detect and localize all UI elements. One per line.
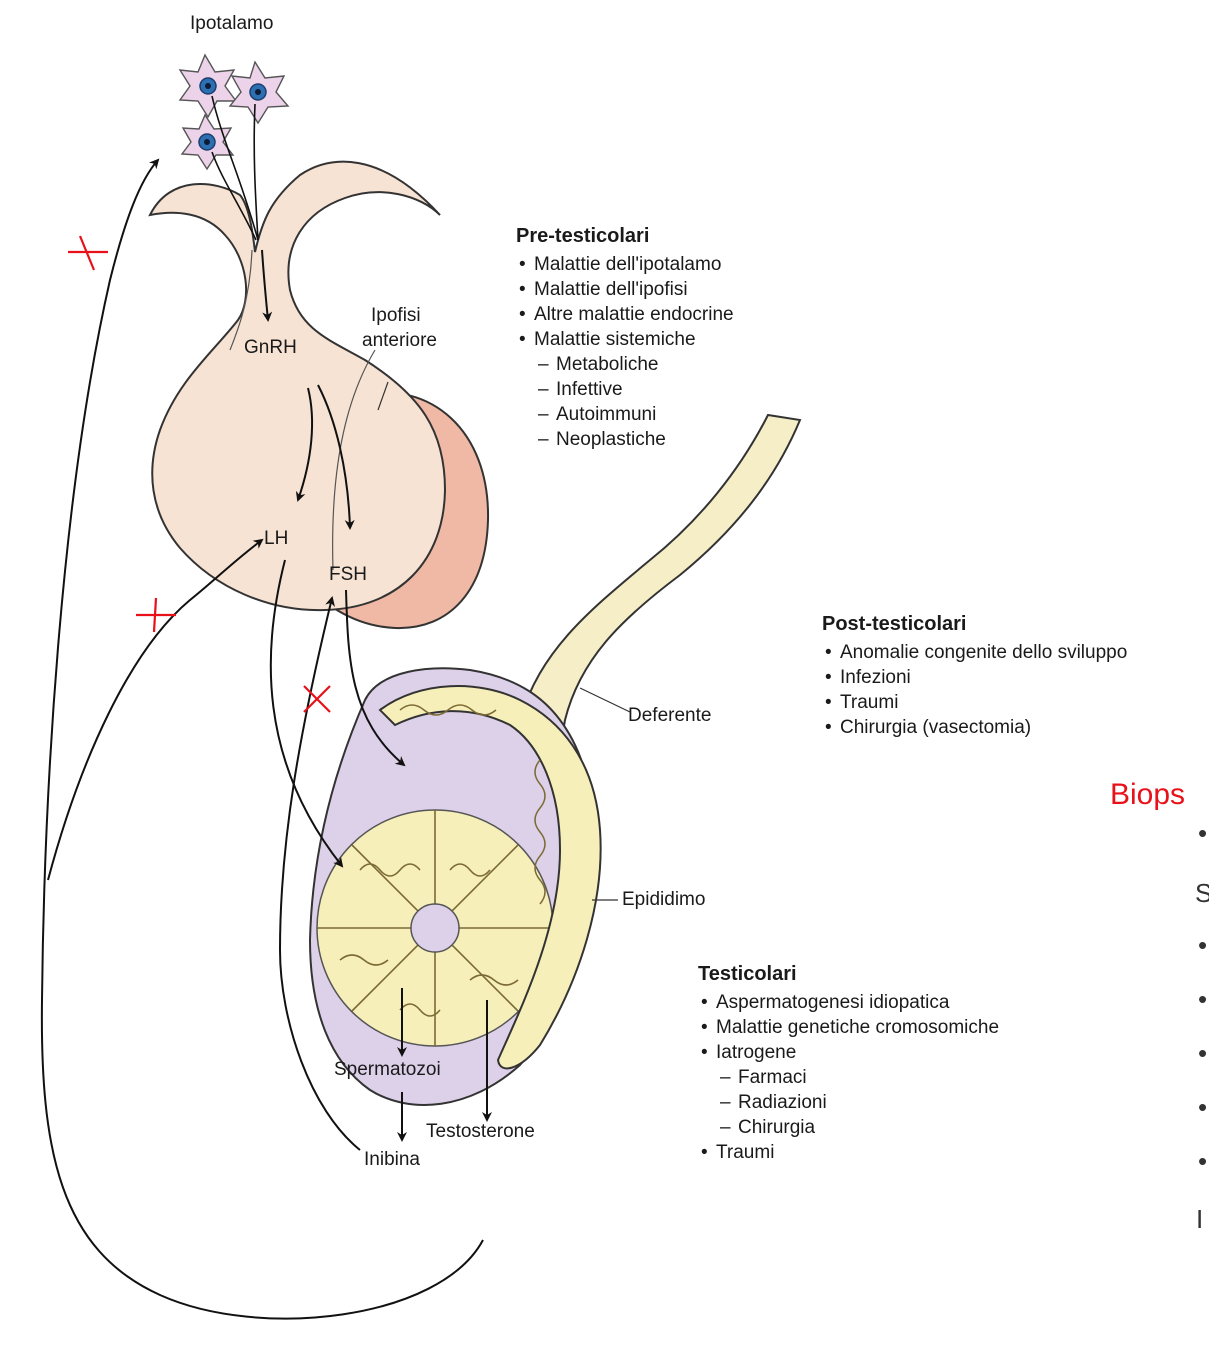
label-testosterone: Testosterone <box>426 1122 535 1141</box>
pre-subitem: Infettive <box>516 377 734 402</box>
pre-item: Malattie dell'ipofisi <box>516 277 734 302</box>
label-vas-deferens: Deferente <box>628 706 711 725</box>
arrow-feedback-lh <box>48 540 262 880</box>
pre-subitem: Autoimmuni <box>516 402 734 427</box>
testicular-subitem: Radiazioni <box>698 1090 999 1115</box>
post-item: Infezioni <box>822 665 1127 690</box>
post-testicular-title: Post-testicolari <box>822 612 1127 636</box>
testicular-item: Malattie genetiche cromosomiche <box>698 1015 999 1040</box>
testicular-title: Testicolari <box>698 962 999 986</box>
overlay-fragment: I <box>1196 1206 1203 1232</box>
label-hypothalamus: Ipotalamo <box>190 14 273 33</box>
pituitary-gland <box>150 162 445 610</box>
pre-subitem: Neoplastiche <box>516 427 734 452</box>
label-inhibin: Inibina <box>364 1150 420 1169</box>
testicular-subitem: Chirurgia <box>698 1115 999 1140</box>
overlay-fragment: • <box>1198 1040 1207 1066</box>
label-fsh: FSH <box>329 565 367 584</box>
overlay-fragment: • <box>1198 1148 1207 1174</box>
overlay-fragment: • <box>1198 932 1207 958</box>
label-epididymis: Epididimo <box>622 890 705 909</box>
inhibition-mark-fsh <box>304 686 330 712</box>
post-item: Anomalie congenite dello sviluppo <box>822 640 1127 665</box>
overlay-heading-biopsy: Biops <box>1110 780 1185 810</box>
label-pituitary-line2: anteriore <box>362 331 437 350</box>
testicular-item: Iatrogene <box>698 1040 999 1065</box>
label-sperm: Spermatozoi <box>334 1060 441 1079</box>
section-pre-testicular: Pre-testicolari Malattie dell'ipotalamo … <box>516 224 734 452</box>
inhibition-mark-lh <box>136 598 176 632</box>
overlay-fragment: • <box>1198 986 1207 1012</box>
overlay-fragment: • <box>1198 1094 1207 1120</box>
post-item: Chirurgia (vasectomia) <box>822 715 1127 740</box>
pre-item: Malattie dell'ipotalamo <box>516 252 734 277</box>
label-pituitary-line1: Ipofisi <box>371 306 421 325</box>
label-lh: LH <box>264 529 288 548</box>
inhibition-mark-hypothalamus <box>68 236 108 270</box>
pre-subitem: Metaboliche <box>516 352 734 377</box>
testicular-subitem: Farmaci <box>698 1065 999 1090</box>
section-testicular: Testicolari Aspermatogenesi idiopatica M… <box>698 962 999 1165</box>
post-item: Traumi <box>822 690 1127 715</box>
pre-testicular-title: Pre-testicolari <box>516 224 734 248</box>
pre-item: Malattie sistemiche <box>516 327 734 352</box>
testicular-item: Traumi <box>698 1140 999 1165</box>
testicular-item: Aspermatogenesi idiopatica <box>698 990 999 1015</box>
label-gnrh: GnRH <box>244 338 297 357</box>
overlay-fragment: • <box>1198 820 1207 846</box>
overlay-fragment: S <box>1195 880 1209 906</box>
pre-item: Altre malattie endocrine <box>516 302 734 327</box>
section-post-testicular: Post-testicolari Anomalie congenite dell… <box>822 612 1127 740</box>
